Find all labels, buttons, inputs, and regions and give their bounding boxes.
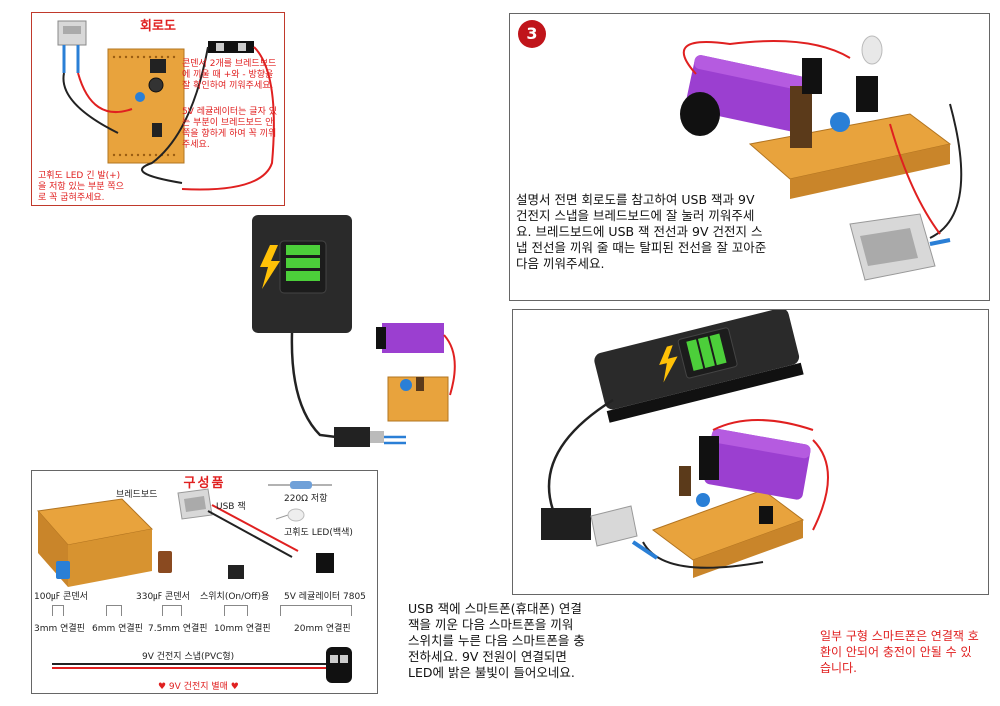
step3-badge-number: 3: [526, 24, 538, 43]
charging-illustration-panel: [512, 309, 989, 595]
usage-instructions: USB 잭에 스마트폰(휴대폰) 연결잭을 끼운 다음 스마트폰을 끼워 스위치…: [408, 601, 588, 681]
label-pin-6mm: 6mm 연결핀: [92, 624, 143, 634]
pin-75mm-shape: [162, 605, 182, 616]
circuit-note-regulator: 5V 레귤레이터는 글자 있는 부분이 브레드보드 안쪽을 향하게 하여 꼭 끼…: [182, 107, 280, 151]
step3-badge: 3: [518, 20, 546, 48]
components-illustration: [37, 481, 352, 683]
label-pin-75mm: 7.5mm 연결핀: [148, 624, 208, 634]
step3-instructions-text: 설명서 전면 회로도를 참고하여 USB 잭과 9V 건전지 스냅을 브레드보드…: [516, 192, 767, 271]
circuit-note-capacitor-text: 콘덴서 2개를 브레드보드에 끼울 때 +와 - 방향을 잘 확인하여 끼워주세…: [182, 59, 277, 91]
components-panel: 구성품 브레드보드 USB 잭 220Ω 저항 고휘도 LED(백색) 1: [31, 470, 378, 694]
circuit-note-led: 고휘도 LED 긴 발(+)을 저항 있는 부분 쪽으로 꼭 굽혀주세요.: [38, 171, 128, 204]
components-title: 구성품: [183, 476, 226, 491]
label-cap-100: 100㎌ 콘덴서: [34, 592, 88, 602]
usage-instructions-text: USB 잭에 스마트폰(휴대폰) 연결잭을 끼운 다음 스마트폰을 끼워 스위치…: [408, 601, 585, 680]
label-cap-330: 330㎌ 콘덴서: [136, 592, 190, 602]
label-battery-snap: 9V 건전지 스냅(PVC형): [142, 652, 235, 662]
label-led: 고휘도 LED(백색): [284, 528, 353, 538]
circuit-diagram-illustration: [57, 20, 275, 191]
label-regulator: 5V 레귤레이터 7805: [284, 592, 366, 602]
label-breadboard: 브레드보드: [116, 490, 158, 500]
compat-warning-text: 일부 구형 스마트폰은 연결잭 호환이 안되어 충전이 안될 수 있습니다.: [820, 629, 979, 675]
pin-6mm-shape: [106, 605, 122, 616]
circuit-diagram-panel: 회로도 콘덴서 2개를 브레드보드에 끼울 때 +와 - 방향을 잘 확인하여 …: [31, 12, 285, 206]
circuit-diagram-title: 회로도: [140, 19, 176, 34]
label-pin-20mm: 20mm 연결핀: [294, 624, 351, 634]
circuit-note-led-text: 고휘도 LED 긴 발(+)을 저항 있는 부분 쪽으로 꼭 굽혀주세요.: [38, 171, 124, 203]
circuit-note-regulator-text: 5V 레귤레이터는 글자 있는 부분이 브레드보드 안쪽을 향하게 하여 꼭 끼…: [182, 107, 277, 150]
label-battery-separate: ♥ 9V 건전지 별매 ♥: [158, 682, 239, 692]
label-usb-jack: USB 잭: [216, 502, 246, 512]
step3-instructions: 설명서 전면 회로도를 참고하여 USB 잭과 9V 건전지 스냅을 브레드보드…: [516, 192, 768, 272]
pin-3mm-shape: [52, 605, 64, 616]
label-pin-3mm: 3mm 연결핀: [34, 624, 85, 634]
circuit-note-capacitor: 콘덴서 2개를 브레드보드에 끼울 때 +와 - 방향을 잘 확인하여 끼워주세…: [182, 59, 280, 92]
step3-panel: 3 설명서 전면 회로도를 참고하여 USB 잭과 9V 건전지 스냅을 브레드…: [509, 13, 990, 301]
label-switch: 스위치(On/Off)용: [200, 592, 270, 602]
label-resistor: 220Ω 저항: [284, 494, 328, 504]
label-pin-10mm: 10mm 연결핀: [214, 624, 271, 634]
charging-illustration: [541, 310, 829, 578]
center-assembly-illustration: [252, 215, 456, 447]
pin-10mm-shape: [224, 605, 248, 616]
compat-warning: 일부 구형 스마트폰은 연결잭 호환이 안되어 충전이 안될 수 있습니다.: [820, 628, 980, 676]
step3-illustration: [680, 35, 963, 281]
pin-20mm-shape: [280, 605, 352, 616]
